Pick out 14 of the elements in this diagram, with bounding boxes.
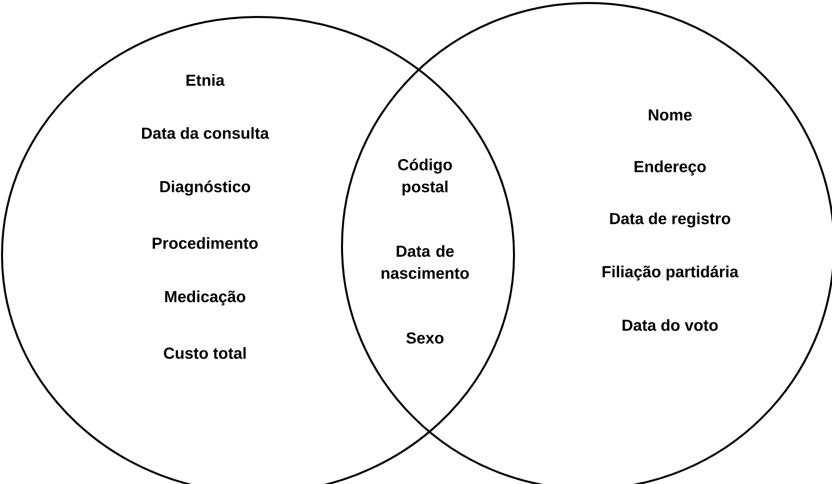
venn-item: Etnia <box>186 74 225 86</box>
venn-item: Procedimento <box>152 237 258 249</box>
venn-item: Data da consulta <box>142 127 270 139</box>
venn-item: Diagnóstico <box>160 180 250 196</box>
overlap-item: Código postal <box>398 158 452 196</box>
overlap-item: Sexo <box>406 332 444 344</box>
venn-item: Nome <box>648 109 692 121</box>
venn-item: Filiação partidária <box>602 265 739 281</box>
venn-item: Endereço <box>634 160 706 176</box>
venn-item: Data do voto <box>622 319 718 331</box>
overlap-item: Data de nascimento <box>382 245 469 279</box>
venn-item: Medicação <box>165 290 246 306</box>
venn-item: Data de registro <box>610 212 730 228</box>
venn-item: Custo total <box>164 347 246 359</box>
